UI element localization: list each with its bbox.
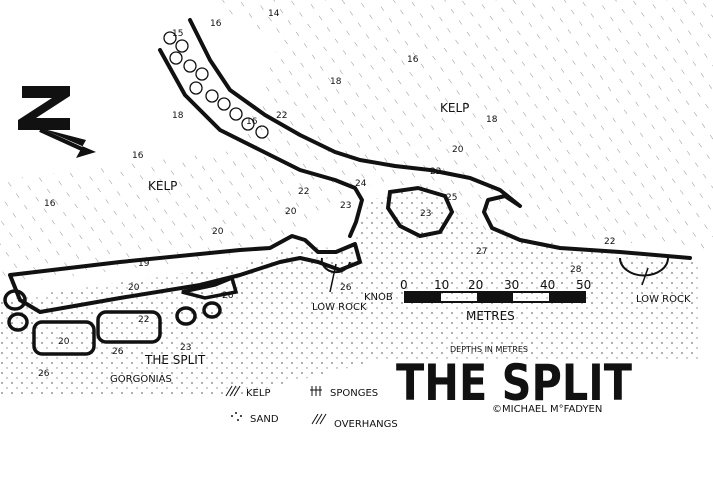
depth-label: 20 [285,207,297,217]
legend-sponges-label: SPONGES [330,388,378,399]
scale-tick-50: 50 [576,278,591,292]
label-gorgonias: GORGONIAS [110,374,172,385]
depth-label: 23 [420,209,431,219]
depth-label: 16 [44,199,56,209]
sand-dots-icon [231,412,242,421]
ridge-outline [188,18,692,260]
scale-bar [404,291,586,303]
depth-label: 19 [138,259,150,269]
depth-label: 25 [446,193,457,203]
depth-label: 16 [407,55,419,65]
depth-label: 22 [138,315,149,325]
depth-label: 16 [132,151,144,161]
north-arrow-icon [18,86,96,158]
scale-tick-10: 10 [434,278,449,292]
depth-label: 24 [355,179,367,189]
depth-label: 16 [210,19,222,29]
depth-label: 26 [340,283,352,293]
depth-label: 22 [276,111,287,121]
label-knob: KNOB [364,292,393,303]
depth-label: 23 [180,343,191,353]
label-low-rock-right: LOW ROCK [636,294,691,305]
scale-tick-40: 40 [540,278,555,292]
low-rock-left-pointer [329,263,337,293]
map-title: THE SPLIT [396,354,632,412]
label-low-rock-left: LOW ROCK [312,302,367,313]
depth-label: 22 [604,237,615,247]
low-rock-right-pointer [641,267,649,286]
label-kelp-1: KELP [148,179,177,193]
depth-label: 22 [430,167,441,177]
depth-label: 28 [570,265,582,275]
kelp-hatching-icon [225,385,241,397]
depth-label: 20 [58,337,70,347]
map-credit: ©MICHAEL M°FADYEN [492,404,602,415]
legend-sand-label: SAND [250,414,279,425]
legend-kelp-label: KELP [246,388,270,399]
depth-label: 20 [212,227,224,237]
reef-outline-main [8,234,362,314]
depth-label: 18 [330,77,342,87]
depth-label: 20 [452,145,464,155]
scale-tick-20: 20 [468,278,483,292]
depth-label: 15 [172,29,183,39]
split-rocks [3,275,239,356]
overhang-hatching-icon [311,413,327,425]
depth-label: 20 [128,283,140,293]
island-outline [385,185,455,239]
depth-label: 22 [298,187,309,197]
ridge-upper-left [158,48,364,238]
depth-label: 14 [268,9,280,19]
depth-label: 16 [246,117,258,127]
scale-unit-label: METRES [466,309,515,323]
kelp-area [0,0,713,285]
depth-label: 18 [172,111,184,121]
legend-overhangs-label: OVERHANGS [334,419,398,430]
label-the-split: THE SPLIT [144,353,206,367]
scale-tick-0: 0 [400,278,408,292]
depth-label: 23 [340,201,351,211]
sponge-icon [310,386,322,396]
boulders [163,31,269,139]
map-subtitle: DEPTHS IN METRES [450,345,528,354]
depth-label: 18 [486,115,498,125]
depth-label: 26 [222,291,234,301]
sand-area [0,185,700,395]
low-rock-right [619,257,669,277]
label-kelp-2: KELP [440,101,469,115]
depth-label: 27 [476,247,487,257]
scale-tick-30: 30 [504,278,519,292]
depth-label: 26 [112,347,124,357]
depth-label: 26 [38,369,50,379]
